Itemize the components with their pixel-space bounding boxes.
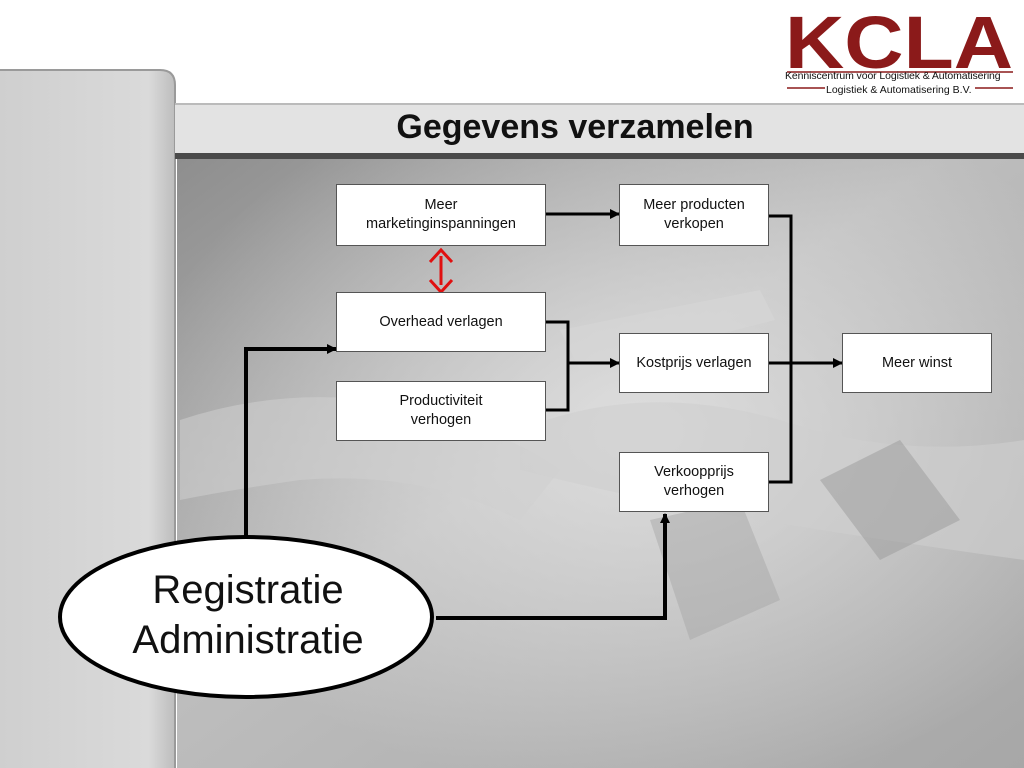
node-producten-label: Meer producten verkopen (643, 197, 745, 232)
node-marketing-label: Meer marketinginspanningen (366, 197, 516, 232)
bracket-overhead-productiviteit (546, 320, 570, 412)
logo: KCLA (785, 8, 1013, 89)
red-double-arrow (428, 247, 454, 295)
bracket-producten-verkoopprijs (769, 214, 793, 484)
node-producten: Meer producten verkopen (619, 184, 769, 246)
node-marketing: Meer marketinginspanningen (336, 184, 546, 246)
arrow-ellipse-overhead (244, 344, 337, 540)
arrow-ellipse-verkoopprijs (436, 513, 670, 620)
node-verkoopprijs-label: Verkoopprijs verhogen (654, 464, 734, 499)
registratie-ellipse: Registratie Administratie (62, 565, 434, 665)
ellipse-line-2: Administratie (132, 618, 364, 662)
node-productiviteit: Productiviteit verhogen (336, 381, 546, 441)
node-overhead: Overhead verlagen (336, 292, 546, 352)
logo-subtitle-1: Kenniscentrum voor Logistiek & Automatis… (785, 70, 1001, 82)
node-kostprijs: Kostprijs verlagen (619, 333, 769, 393)
node-kostprijs-label: Kostprijs verlagen (636, 354, 752, 371)
page-title: Gegevens verzamelen (396, 108, 754, 146)
node-winst-label: Meer winst (881, 354, 953, 371)
ellipse-line-1: Registratie (152, 568, 344, 612)
registratie-ellipse-shape (58, 535, 434, 699)
node-winst: Meer winst (842, 333, 992, 393)
logo-subtitle-2: Logistiek & Automatisering B.V. (826, 84, 972, 96)
node-productiviteit-label: Productiviteit verhogen (399, 393, 483, 428)
node-overhead-label: Overhead verlagen (379, 313, 503, 330)
node-verkoopprijs: Verkoopprijs verhogen (619, 452, 769, 512)
